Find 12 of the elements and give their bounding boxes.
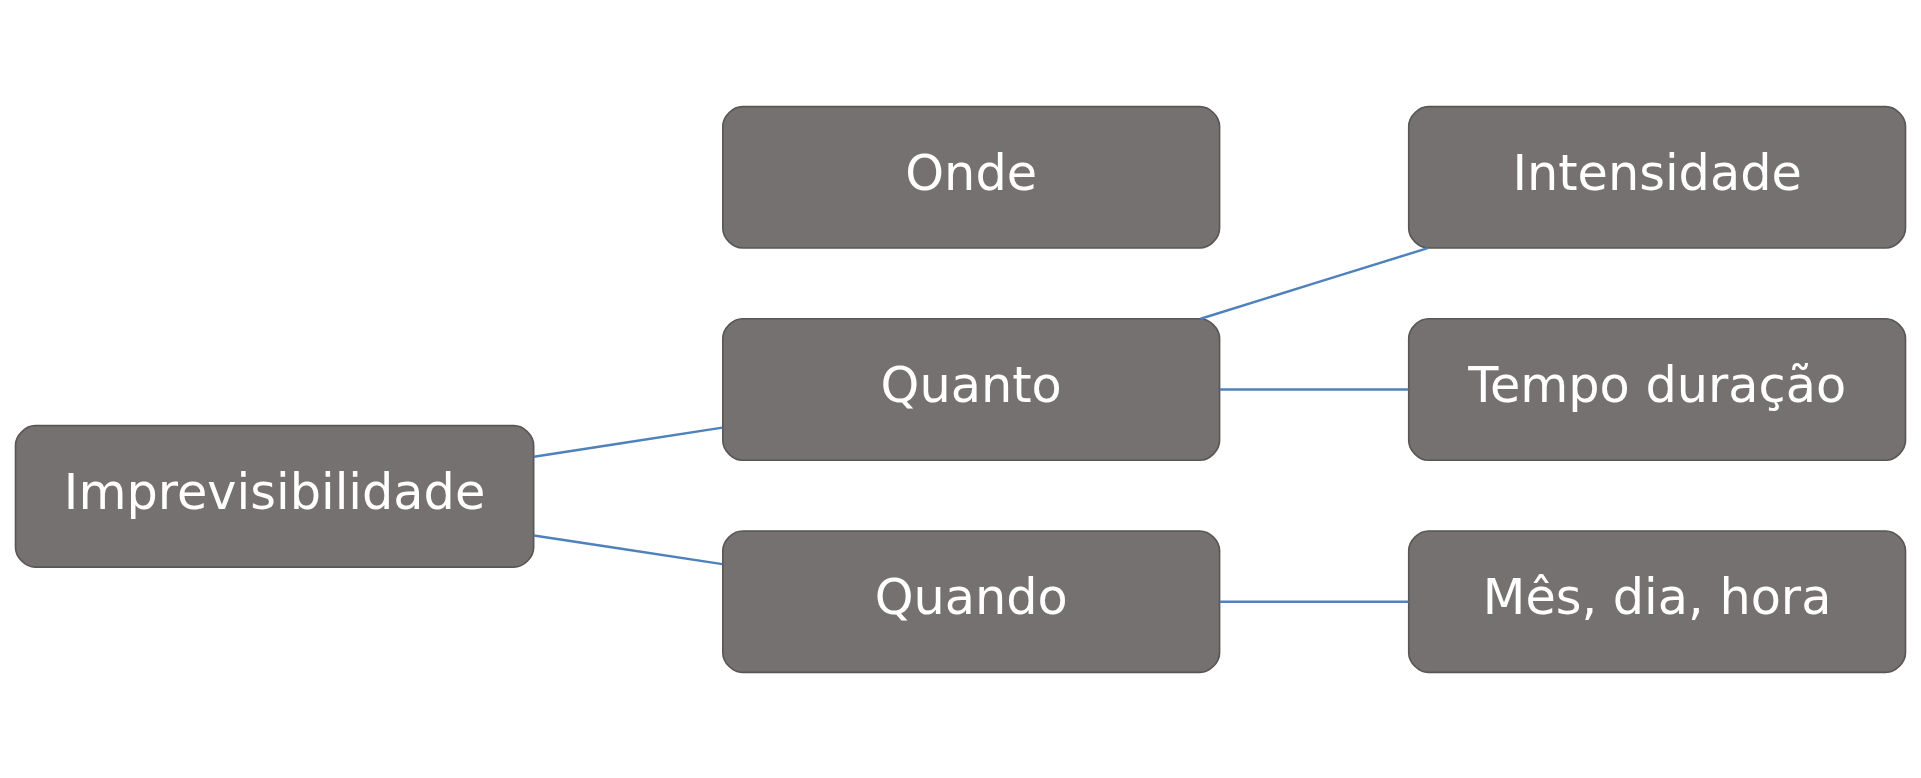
connector	[533, 533, 723, 565]
node-box: Onde	[722, 105, 1221, 249]
node-box: Imprevisibilidade	[14, 424, 535, 568]
node-box: Intensidade	[1407, 105, 1907, 249]
connector	[1200, 246, 1429, 320]
connector	[1219, 387, 1409, 391]
node-box: Quando	[722, 529, 1221, 673]
node-box: Tempo duração	[1407, 317, 1907, 461]
node-box: Quanto	[722, 317, 1221, 461]
connector	[1219, 599, 1409, 603]
connector	[533, 425, 723, 458]
node-box: Mês, dia, hora	[1407, 529, 1907, 673]
